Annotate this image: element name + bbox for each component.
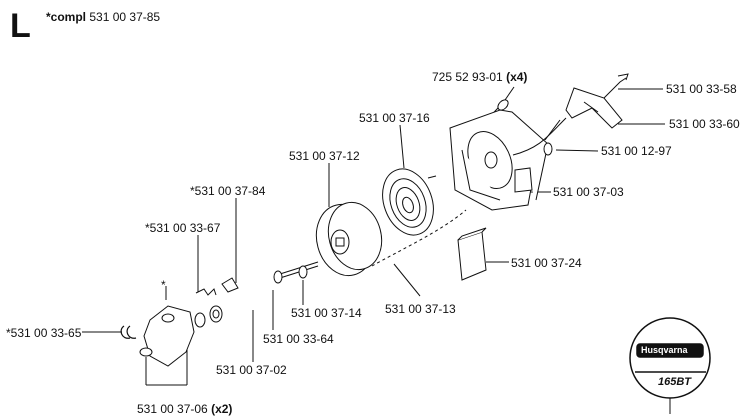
leader-rope-guide [555,149,599,152]
husqvarna-badge-icon [629,317,711,399]
pawl-spring-icon [195,277,239,296]
part-label-circlip: *531 00 33-65 [6,326,82,340]
starter-handle-icon [544,73,629,141]
washer-icon [298,265,308,279]
part-label-pawl-spring: *531 00 37-84 [190,184,266,198]
part-label-pulley: 531 00 37-12 [289,149,360,163]
section-letter: L [10,7,31,45]
badge-model: 165BT [658,376,692,388]
complete-assembly-label: *compl 531 00 37-85 [46,10,160,24]
part-label-rope: 531 00 33-60 [669,117,740,131]
circlip-icon [120,325,137,339]
leader-starter-rope [393,263,421,297]
compl-prefix: *compl [46,10,87,24]
pawl-washer-icon [194,305,223,328]
part-label-screw-top: 725 52 93-01 (x4) [432,70,528,84]
leader-spring [399,124,405,169]
starter-rope-path-icon [371,209,467,267]
rope-guide-icon [543,142,553,156]
spring-cassette-icon [382,168,437,236]
part-label-spring-cassette: 531 00 37-16 [359,111,430,125]
leader-screw-top [504,86,515,101]
part-label-washer-screw: 531 00 33-64 [263,332,334,346]
asterisk-mark: * [161,278,166,292]
part-label-pawl-washer: 531 00 37-02 [216,363,287,377]
part-label-plate: 531 00 37-24 [511,256,582,270]
part-label-rope-guide: 531 00 12-97 [601,144,672,158]
part-label-handle: 531 00 33-58 [666,82,737,96]
part-label-pawl-kit: *531 00 33-67 [145,221,221,235]
badge-brand: Husqvarna [641,345,688,355]
rope-icon [512,117,567,156]
part-label-starter-rope: 531 00 37-13 [385,302,456,316]
rope-pulley-icon [315,201,383,277]
pawl-icon [139,305,195,367]
part-label-center-screw: 531 00 37-14 [291,306,362,320]
starter-housing-icon [449,109,549,211]
plate-icon [457,227,487,281]
part-label-housing: 531 00 37-03 [553,185,624,199]
part-label-pawl: 531 00 37-06 (x2) [137,402,233,416]
center-screw-icon [273,261,319,284]
compl-number: 531 00 37-85 [89,10,161,24]
